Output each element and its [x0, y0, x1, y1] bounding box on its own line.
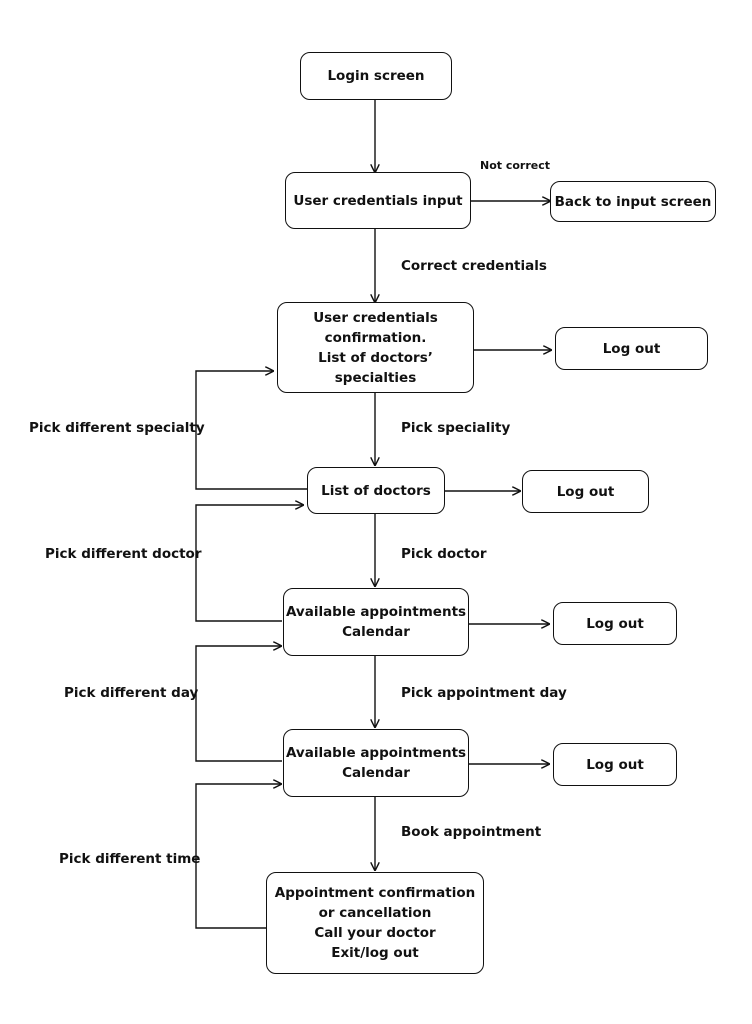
node-label-line-3: Call your doctor: [314, 925, 436, 941]
node-label-line-2: Calendar: [342, 765, 410, 781]
edge-label-pick-appointment-day: Pick appointment day: [401, 685, 567, 701]
loop-pick-different-day: [195, 646, 282, 762]
loop-pick-different-time: [195, 784, 281, 929]
node-label-line-2: confirmation.: [324, 329, 427, 346]
edge-label-book-appointment: Book appointment: [401, 824, 542, 840]
node-label: Login screen: [327, 68, 425, 84]
doctors-list-node: List of doctors: [307, 467, 445, 514]
logout-node-2: Log out: [522, 470, 649, 513]
node-label: Log out: [602, 340, 661, 357]
confirmation-node: User credentials confirmation. List of d…: [277, 302, 474, 393]
back-to-input-node: Back to input screen: [550, 181, 716, 222]
node-label: Log out: [586, 615, 644, 632]
edge-label-pick-doctor: Pick doctor: [401, 546, 487, 562]
node-label: List of doctors: [321, 482, 431, 499]
login-screen-node: Login screen: [300, 52, 452, 100]
logout-node-1: Log out: [555, 327, 708, 370]
edge-label-pick-different-day: Pick different day: [64, 685, 199, 701]
node-label-line-1: Available appointments: [285, 745, 467, 761]
edge-label-not-correct: Not correct: [480, 159, 551, 172]
edge-label-pick-speciality: Pick speciality: [401, 420, 511, 436]
node-label-line-3: List of doctors’ specialties: [318, 349, 433, 386]
appointments-calendar-node-2: Available appointments Calendar: [283, 729, 469, 797]
edge-label-correct-credentials: Correct credentials: [401, 258, 547, 274]
logout-node-4: Log out: [553, 743, 677, 786]
node-label-line-2: Calendar: [342, 624, 410, 640]
loop-pick-different-specialty: [195, 371, 307, 490]
edge-label-pick-different-specialty: Pick different specialty: [29, 420, 205, 436]
node-label: Log out: [556, 483, 615, 500]
node-label: Back to input screen: [554, 193, 712, 210]
edge-label-pick-different-time: Pick different time: [59, 851, 201, 867]
booking-node: Appointment confirmation or cancellation…: [266, 872, 484, 974]
node-label-line-1: Appointment confirmation: [274, 885, 476, 901]
node-label-line-2: or cancellation: [318, 905, 432, 921]
appointments-calendar-node-1: Available appointments Calendar: [283, 588, 469, 656]
node-label-line-1: Available appointments: [285, 604, 467, 620]
node-label: User credentials input: [293, 192, 463, 209]
node-label-line-4: Exit/log out: [331, 945, 419, 961]
node-label: Log out: [586, 756, 644, 773]
credentials-input-node: User credentials input: [285, 172, 471, 229]
loop-pick-different-doctor: [195, 505, 303, 622]
logout-node-3: Log out: [553, 602, 677, 645]
edge-label-pick-different-doctor: Pick different doctor: [45, 546, 202, 562]
node-label-line-1: User credentials: [313, 309, 438, 326]
